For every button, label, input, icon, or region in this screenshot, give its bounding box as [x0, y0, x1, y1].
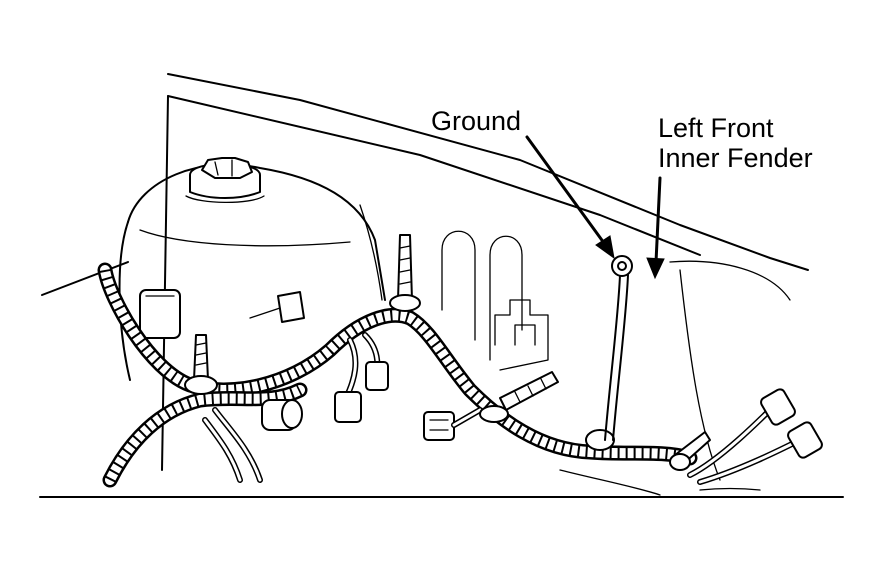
ground-wire [604, 255, 633, 441]
ground-leader-arrow [525, 135, 615, 260]
fender-panel-outline [39, 73, 844, 498]
harness-clips [184, 234, 711, 471]
ground-label: Ground [431, 106, 522, 136]
branch-connectors [687, 388, 823, 491]
coolant-reservoir [118, 157, 386, 381]
inner-fender-label: Inner Fender [658, 143, 813, 173]
fender-openings [441, 230, 549, 371]
fender-leader-arrow [646, 176, 665, 280]
left-front-label: Left Front [658, 113, 774, 143]
harness-connectors [261, 361, 483, 441]
